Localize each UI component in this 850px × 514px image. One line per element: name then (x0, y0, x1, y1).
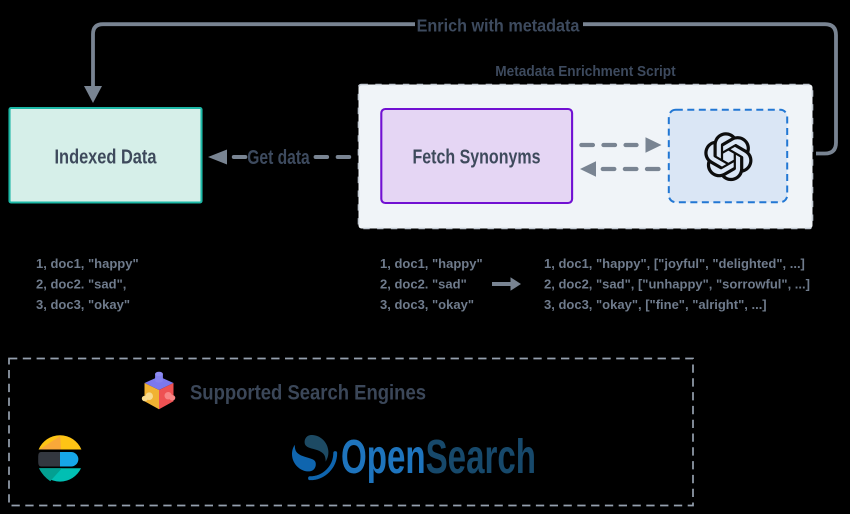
svg-text:Supported Search Engines: Supported Search Engines (190, 381, 426, 404)
svg-text:Get data: Get data (247, 146, 310, 168)
svg-text:2, doc2, "sad", ["unhappy", "s: 2, doc2, "sad", ["unhappy", "sorrowful",… (544, 277, 810, 292)
svg-text:1, doc1, "happy": 1, doc1, "happy" (36, 256, 139, 271)
svg-text:Fetch Synonyms: Fetch Synonyms (412, 146, 540, 168)
svg-text:3, doc3, "okay": 3, doc3, "okay" (36, 297, 130, 312)
svg-text:Indexed Data: Indexed Data (55, 145, 158, 168)
svg-text:3, doc3, "okay", ["fine", "alr: 3, doc3, "okay", ["fine", "alright", ...… (544, 297, 767, 312)
svg-text:2, doc2. "sad": 2, doc2. "sad" (380, 277, 467, 292)
svg-text:OpenSearch: OpenSearch (341, 430, 536, 484)
svg-text:1, doc1, "happy", ["joyful", ": 1, doc1, "happy", ["joyful", "delighted"… (544, 256, 805, 271)
svg-text:Enrich with metadata: Enrich with metadata (417, 16, 580, 36)
svg-text:2, doc2. "sad",: 2, doc2. "sad", (36, 277, 126, 292)
svg-text:1, doc1, "happy": 1, doc1, "happy" (380, 256, 483, 271)
svg-text:Metadata Enrichment Script: Metadata Enrichment Script (495, 63, 676, 80)
svg-text:3, doc3, "okay": 3, doc3, "okay" (380, 297, 474, 312)
